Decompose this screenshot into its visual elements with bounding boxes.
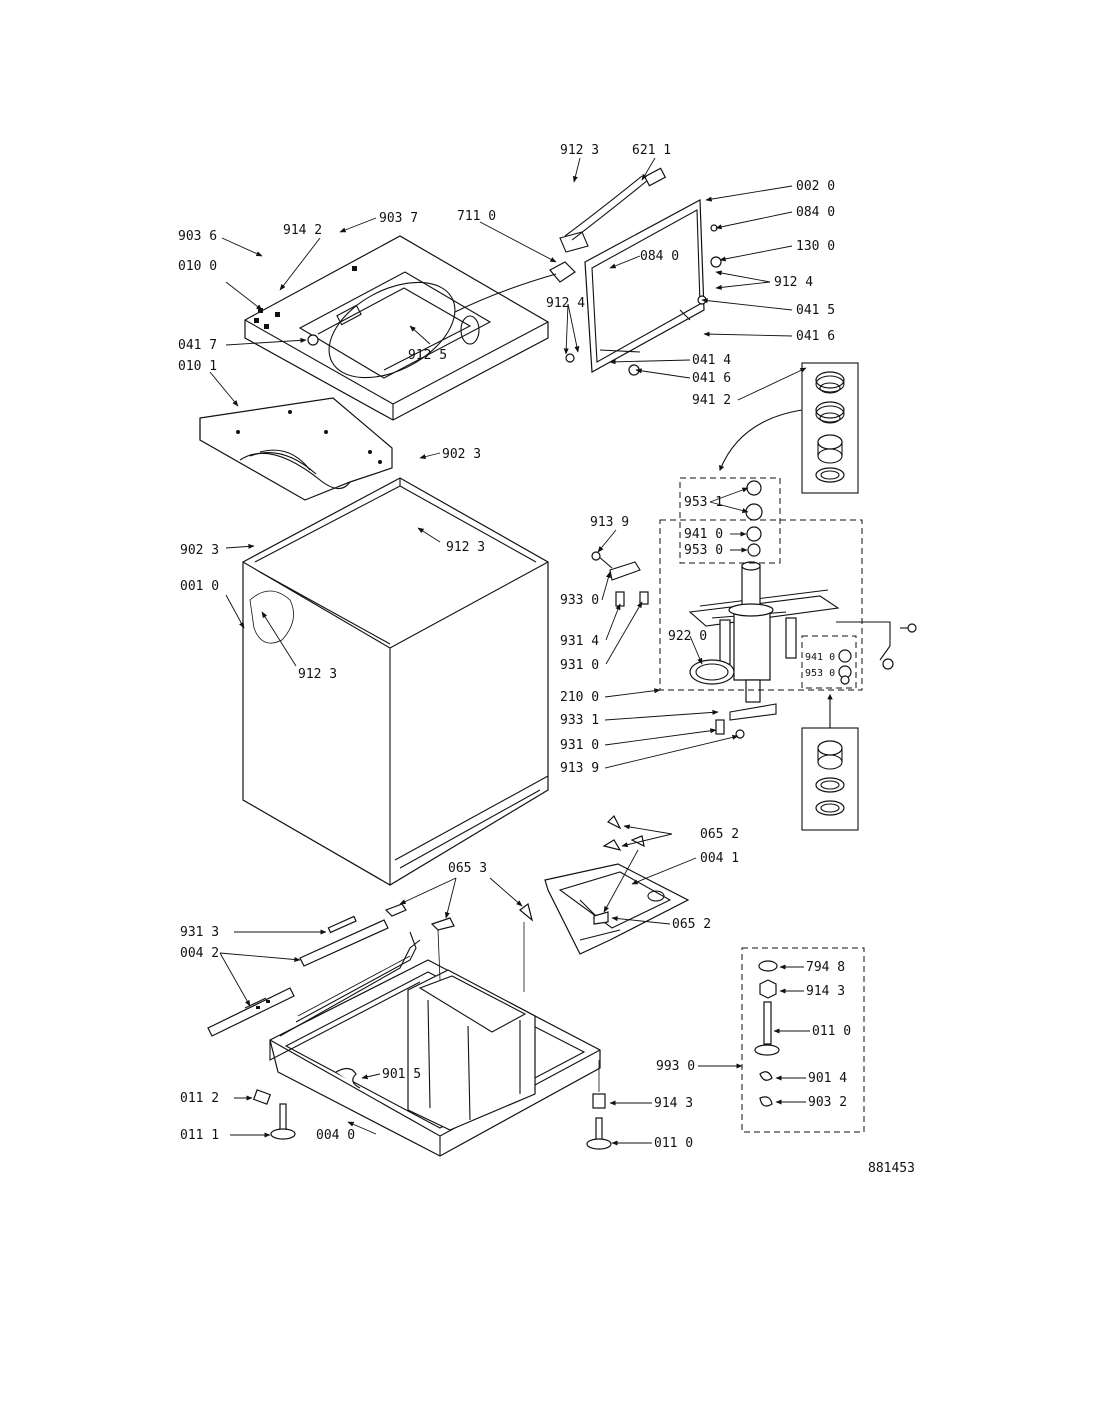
label-941-2: 941 2 [692,393,731,408]
label-913-9: 913 9 [560,761,599,776]
label-912-3: 912 3 [298,667,337,682]
label-004-2: 004 2 [180,946,219,961]
label-941-0: 941 0 [684,527,723,542]
label-953-0-small: 953 0 [805,668,835,679]
bearing-box-953 [679,477,781,564]
label-004-0: 004 0 [316,1128,355,1143]
assembly-box-210 [659,519,863,691]
label-931-4: 931 4 [560,634,599,649]
label-011-1: 011 1 [180,1128,219,1143]
label-210-0: 210 0 [560,690,599,705]
label-002-0: 002 0 [796,179,835,194]
label-922-0: 922 0 [668,629,707,644]
label-903-2: 903 2 [808,1095,847,1110]
clips [384,814,645,992]
label-902-3: 902 3 [180,543,219,558]
label-953-0: 953 0 [684,543,723,558]
label-912-5: 912 5 [408,348,447,363]
springs-brackets [591,551,777,739]
label-041-7: 041 7 [178,338,217,353]
label-011-2: 011 2 [180,1091,219,1106]
label-010-1: 010 1 [178,359,217,374]
bearing-detail-box-bottom [801,727,859,831]
bearing-detail-box-top [801,362,859,494]
label-711-0: 711 0 [457,209,496,224]
label-794-8: 794 8 [806,960,845,975]
label-931-3: 931 3 [180,925,219,940]
label-914-3: 914 3 [806,984,845,999]
drive-assembly [688,561,917,703]
label-901-4: 901 4 [808,1071,847,1086]
label-903-6: 903 6 [178,229,217,244]
label-913-9: 913 9 [590,515,629,530]
leader-lines [209,157,810,1146]
label-041-6: 041 6 [796,329,835,344]
inner-bearings [838,649,852,685]
label-011-0: 011 0 [812,1024,851,1039]
label-912-3: 912 3 [446,540,485,555]
label-084-0: 084 0 [796,205,835,220]
label-912-4: 912 4 [774,275,813,290]
cabinet [242,477,549,886]
leveler-box-993 [741,947,865,1133]
label-084-0: 084 0 [640,249,679,264]
part-labels: 912 3 621 1 002 0 084 0 084 0 130 0 912 … [178,143,915,1176]
label-004-1: 004 1 [700,851,739,866]
label-010-0: 010 0 [178,259,217,274]
label-933-0: 933 0 [560,593,599,608]
bearing-box-941 [801,635,857,689]
label-931-0: 931 0 [560,738,599,753]
label-041-5: 041 5 [796,303,835,318]
label-065-2: 065 2 [700,827,739,842]
detail-arrow-top [719,409,803,472]
base-frame [269,931,601,1157]
label-001-0: 001 0 [180,579,219,594]
label-065-3: 065 3 [448,861,487,876]
label-993-0: 993 0 [656,1059,695,1074]
label-901-5: 901 5 [382,1067,421,1082]
label-041-4: 041 4 [692,353,731,368]
label-130-0: 130 0 [796,239,835,254]
label-953-1: 953 1 [684,495,723,510]
label-902-3: 902 3 [442,447,481,462]
drawing-number: 881453 [868,1161,915,1176]
top-cover [244,235,549,421]
label-621-1: 621 1 [632,143,671,158]
base-front-piece [544,863,690,955]
label-933-1: 933 1 [560,713,599,728]
seal-ring [689,659,735,685]
label-011-0: 011 0 [654,1136,693,1151]
label-914-2: 914 2 [283,223,322,238]
base-rails [207,915,389,1037]
rear-panel [199,397,393,501]
lid-switch [454,261,576,313]
label-912-3: 912 3 [560,143,599,158]
label-914-3: 914 3 [654,1096,693,1111]
label-041-6: 041 6 [692,371,731,386]
control-console [559,167,722,376]
label-903-7: 903 7 [379,211,418,226]
leveling-feet [252,960,780,1150]
bearing-stack [745,480,763,557]
label-912-4: 912 4 [546,296,585,311]
label-941-0-small: 941 0 [805,652,835,663]
label-931-0: 931 0 [560,658,599,673]
label-065-2: 065 2 [672,917,711,932]
